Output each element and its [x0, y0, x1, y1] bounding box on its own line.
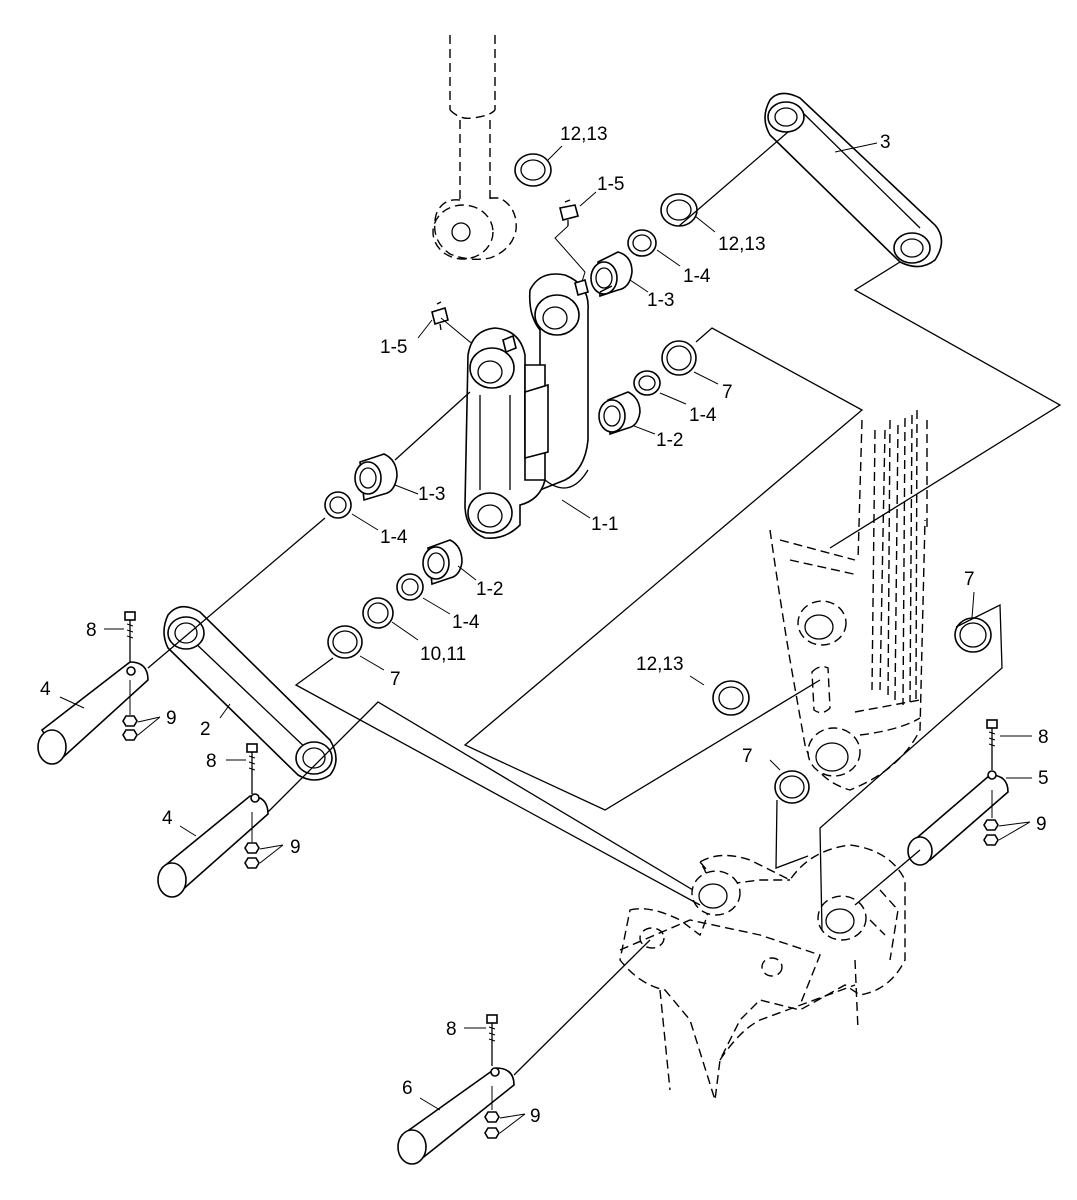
callout-1-4-top: 1-4: [683, 266, 711, 287]
callout-labels: 12,13 1-5 3 12,13 1-4 1-3 1-5 7 1-4 1-2 …: [40, 124, 1049, 1127]
callout-8-right: 8: [1038, 727, 1049, 748]
ring-1-4-mid: [633, 370, 661, 396]
assembly-lines: [147, 131, 1062, 1076]
bucket: [619, 844, 906, 1101]
pin-5: [907, 770, 1009, 866]
callout-1-1: 1-1: [591, 514, 618, 535]
callout-4-left: 4: [40, 679, 51, 700]
callout-9-left: 9: [166, 708, 177, 729]
callout-9-bottom: 9: [530, 1106, 541, 1127]
arm: [769, 409, 928, 791]
callout-1-2-upper: 1-2: [656, 430, 683, 451]
link-2: [163, 605, 337, 781]
callout-4-mid: 4: [162, 808, 173, 829]
grease-fitting-left: [431, 301, 501, 353]
callout-1-5-left: 1-5: [380, 337, 407, 358]
callout-leaders: [59, 142, 1032, 1111]
callout-12-13-top: 12,13: [560, 124, 608, 145]
callout-7-right: 7: [964, 569, 975, 590]
pin-4-upper: [37, 661, 149, 765]
callout-1-3-left: 1-3: [418, 484, 445, 505]
callout-7-upper: 7: [722, 382, 733, 403]
nuts-9-bottom: [484, 1111, 526, 1139]
callout-1-2-lower: 1-2: [476, 579, 503, 600]
ring-7-left: [327, 625, 363, 659]
callout-9-right: 9: [1036, 814, 1047, 835]
pin-6: [397, 1067, 515, 1165]
ring-7-center: [774, 770, 810, 804]
washer-12-13-mid: [712, 680, 750, 716]
callout-6: 6: [402, 1078, 413, 1099]
callout-5: 5: [1038, 768, 1049, 789]
callout-1-3-top: 1-3: [647, 290, 674, 311]
bushing-1-2-upper: [598, 391, 641, 436]
nuts-9-left: [122, 715, 161, 741]
nuts-9-right: [983, 819, 1031, 846]
ring-1-4-lower: [396, 573, 424, 601]
callout-12-13-right: 12,13: [718, 234, 766, 255]
washer-10-11: [362, 597, 394, 629]
link-3: [764, 92, 943, 268]
ring-1-4-left: [324, 491, 352, 519]
grease-fitting-top: [554, 199, 586, 289]
callout-12-13-mid: 12,13: [636, 654, 684, 675]
callout-1-4-lower: 1-4: [452, 612, 480, 633]
bolt-8-left: [124, 611, 136, 715]
callout-8-left: 8: [86, 620, 97, 641]
bolt-8-mid: [246, 743, 258, 842]
callout-1-5-top: 1-5: [597, 174, 624, 195]
bushing-1-3-left: [354, 453, 398, 502]
bushing-1-2-lower: [422, 539, 463, 586]
callout-9-mid: 9: [290, 837, 301, 858]
callout-1-4-left: 1-4: [380, 527, 408, 548]
link-1-1: [464, 273, 589, 540]
callout-2: 2: [200, 719, 211, 740]
ring-1-4-top: [627, 229, 657, 257]
callout-8-bottom: 8: [446, 1019, 457, 1040]
callout-1-4-mid: 1-4: [689, 405, 717, 426]
nuts-9-mid: [244, 842, 284, 869]
washer-12-13-top: [514, 153, 552, 187]
bolt-8-right: [986, 719, 998, 818]
callout-3: 3: [880, 132, 891, 153]
callout-7-center: 7: [742, 746, 753, 767]
callout-7-left: 7: [390, 669, 401, 690]
washer-12-13-right: [660, 193, 698, 227]
pin-4-lower: [157, 793, 269, 898]
bolt-8-bottom: [486, 1014, 498, 1110]
cylinder-rod: [432, 35, 517, 261]
ring-7-upper: [661, 340, 697, 376]
ring-7-right: [954, 617, 992, 653]
callout-8-mid: 8: [206, 751, 217, 772]
bushing-1-3-top: [590, 251, 633, 298]
callout-10-11: 10,11: [420, 644, 466, 665]
